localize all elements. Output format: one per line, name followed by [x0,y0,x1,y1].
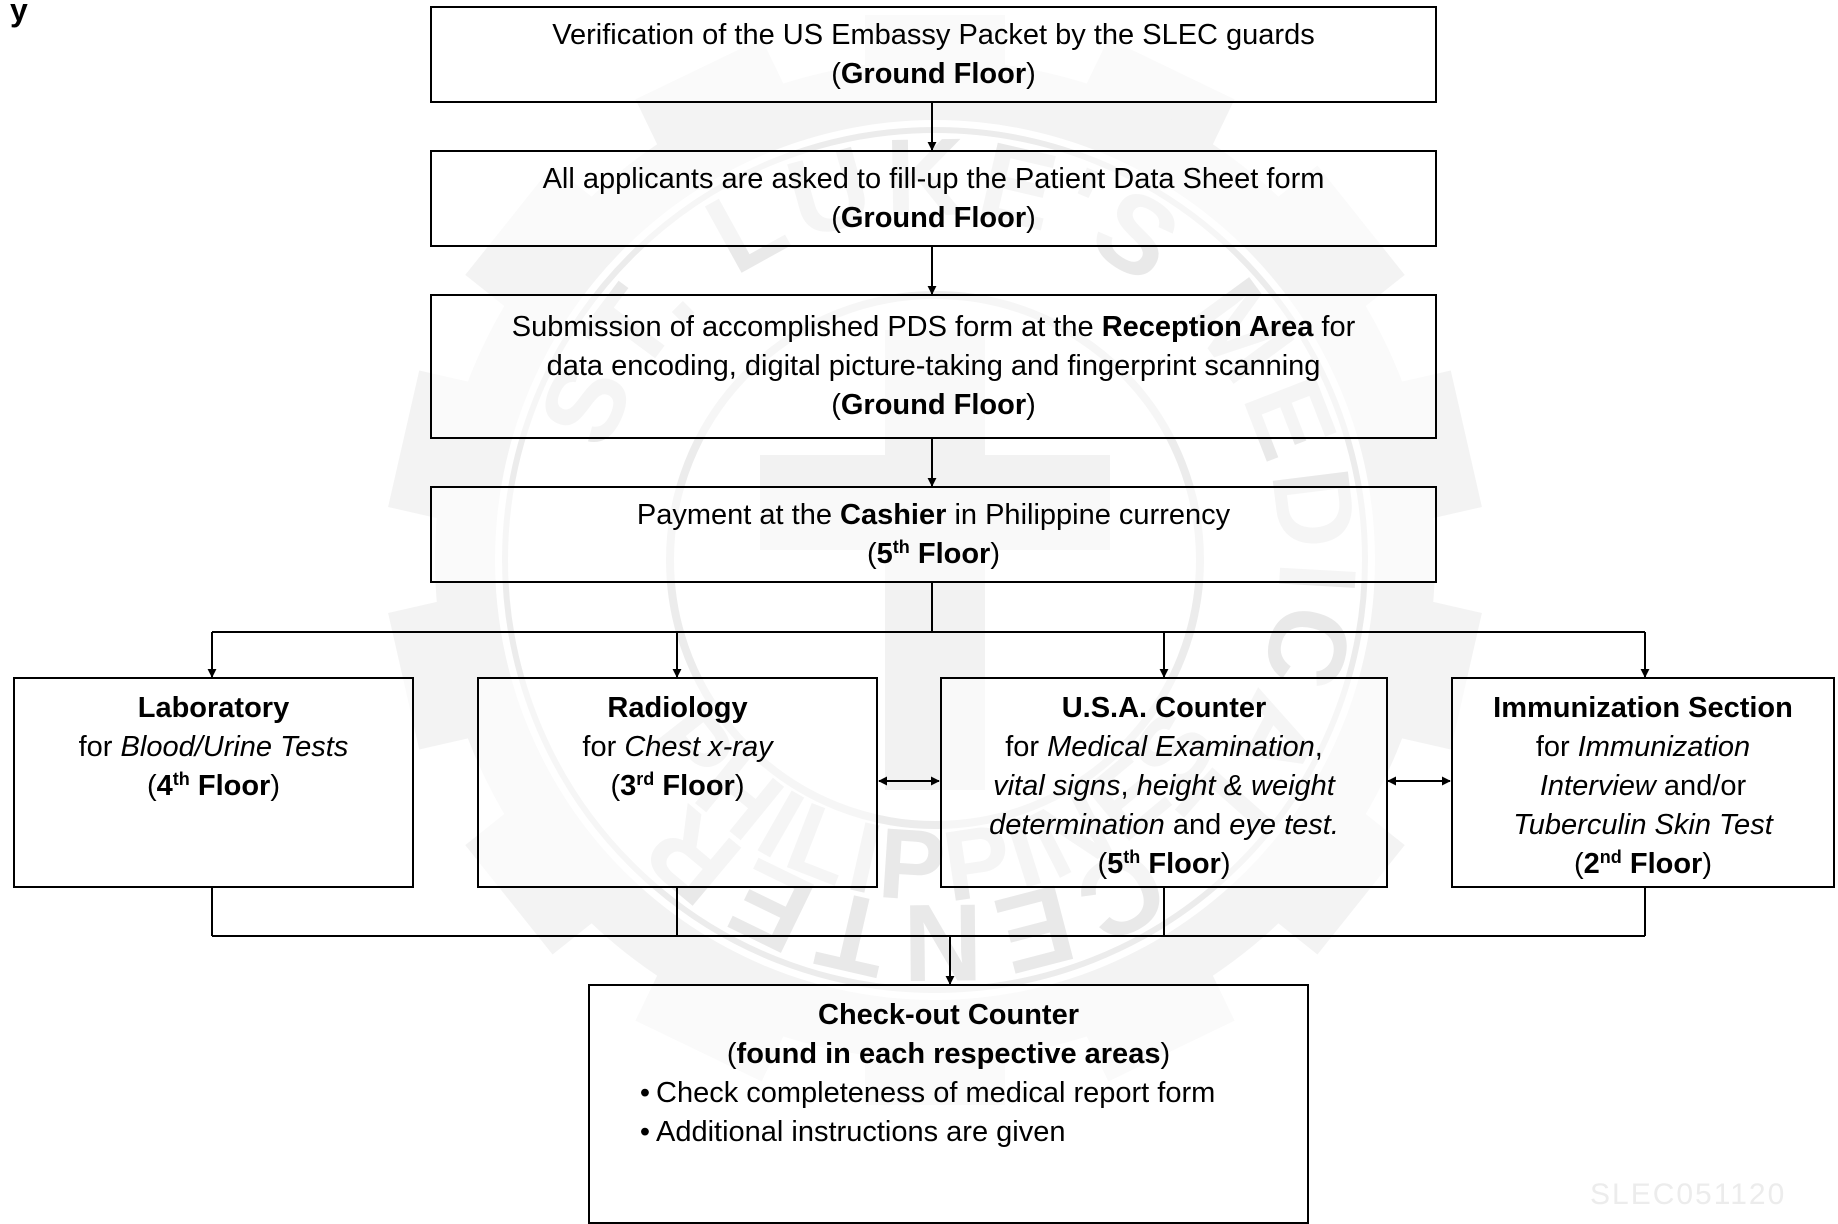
checkout-bullet: Check completeness of medical report for… [634,1074,1307,1113]
department-title: Laboratory [137,692,290,724]
flow-step-text: Submission of accomplished PDS form at t… [511,311,1356,421]
checkout-title: Check-out Counter [818,999,1079,1031]
department-details: for Medical Examination,vital signs, hei… [989,731,1339,880]
checkout-bullet: Additional instructions are given [634,1113,1307,1152]
department-radiology: Radiology for Chest x-ray(3rd Floor) [477,677,878,888]
department-details: for Blood/Urine Tests(4th Floor) [78,731,349,802]
department-title: U.S.A. Counter [1061,692,1267,724]
department-usa-counter: U.S.A. Counter for Medical Examination,v… [940,677,1388,888]
document-code: SLEC051120 [1590,1178,1787,1211]
department-details: for Chest x-ray(3rd Floor) [582,731,773,802]
department-laboratory: Laboratory for Blood/Urine Tests(4th Flo… [13,677,414,888]
department-title: Radiology [607,692,748,724]
checkout-counter: Check-out Counter (found in each respect… [588,984,1309,1224]
flow-step-text: Verification of the US Embassy Packet by… [552,18,1315,90]
flow-step-patient-data-sheet: All applicants are asked to fill-up the … [430,150,1437,247]
checkout-bullet-list: Check completeness of medical report for… [590,1074,1307,1152]
flow-step-text: All applicants are asked to fill-up the … [542,162,1325,234]
flow-step-cashier-payment: Payment at the Cashier in Philippine cur… [430,486,1437,583]
heading-fragment: y [10,0,28,28]
flow-step-reception-submission: Submission of accomplished PDS form at t… [430,294,1437,439]
flow-step-verification: Verification of the US Embassy Packet by… [430,6,1437,103]
checkout-subtitle: (found in each respective areas) [726,1038,1171,1070]
department-title: Immunization Section [1493,692,1793,724]
flow-step-text: Payment at the Cashier in Philippine cur… [636,498,1231,570]
